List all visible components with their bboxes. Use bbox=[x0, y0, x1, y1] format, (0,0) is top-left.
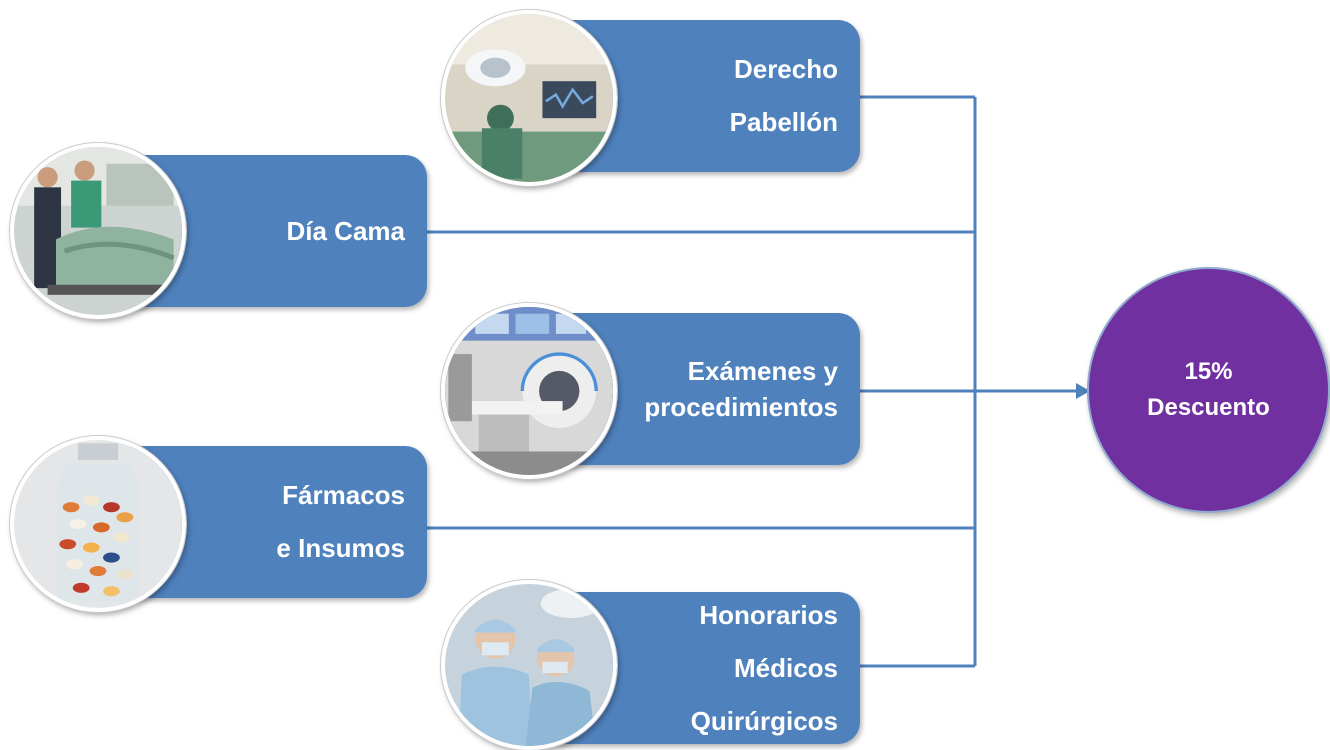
examenes-line-2: procedimientos bbox=[644, 392, 838, 422]
farmacos-line-1: Fármacos bbox=[282, 480, 405, 510]
mri-scanner-photo bbox=[441, 303, 617, 479]
pill-bottle-photo bbox=[10, 436, 186, 612]
derecho-pabellon-line-2: Pabellón bbox=[729, 107, 838, 137]
honorarios-line-3: Quirúrgicos bbox=[690, 705, 838, 736]
discount-percentage: 15% bbox=[1184, 358, 1233, 385]
honorarios-line-2: Médicos bbox=[733, 652, 838, 683]
discount-label: Descuento bbox=[1147, 394, 1270, 421]
honorarios-line-1: Honorarios bbox=[699, 599, 838, 630]
arrow-head bbox=[1076, 383, 1090, 399]
hospital-bed-photo bbox=[10, 143, 186, 319]
surgeons-photo bbox=[441, 580, 617, 750]
derecho-pabellon-box: Derecho Pabellón bbox=[540, 20, 860, 172]
discount-result-circle: 15% Descuento bbox=[1087, 267, 1330, 513]
dia-cama-label: Día Cama bbox=[286, 215, 406, 246]
examenes-line-1: Exámenes y bbox=[687, 356, 838, 386]
operating-room-photo bbox=[441, 10, 617, 186]
farmacos-line-2: e Insumos bbox=[276, 533, 405, 563]
derecho-pabellon-line-1: Derecho bbox=[733, 54, 838, 84]
